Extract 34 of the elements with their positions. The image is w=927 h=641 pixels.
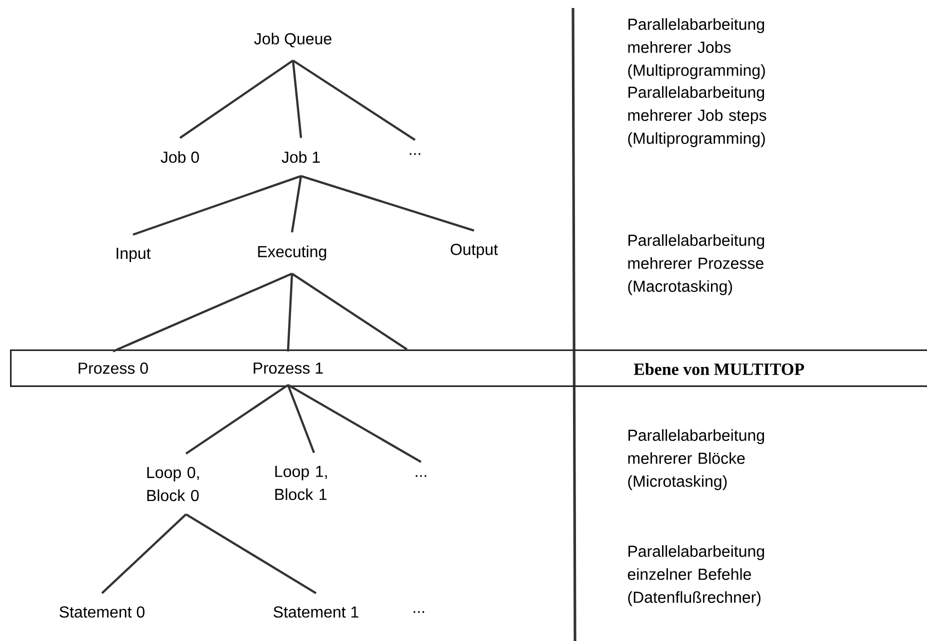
branch-line	[292, 60, 302, 138]
branch-line	[286, 274, 294, 352]
branch-line	[112, 272, 292, 352]
branch-line	[286, 384, 316, 454]
branch-line	[291, 272, 408, 350]
tree-label: Job 1	[282, 151, 320, 163]
tree-label: Job 0	[160, 151, 199, 163]
tree-label: Loop 0, Block 0	[147, 466, 199, 502]
branch-line	[179, 60, 294, 139]
tree-label: ...	[416, 475, 426, 477]
level-description: Parallelabarbeitung mehrerer Prozesse (Macrotasking)	[628, 234, 764, 296]
branch-line	[300, 175, 474, 232]
tree-label: Job Queue	[254, 32, 332, 48]
branch-line	[101, 514, 187, 594]
tree-label: Statement 0	[60, 606, 144, 618]
tree-label: Output	[450, 244, 498, 258]
tree-label: Prozess 1	[254, 362, 323, 374]
branch-line	[132, 175, 302, 236]
ellipsis: ...	[414, 611, 424, 613]
level-description: Parallelabarbeitung mehrerer Jobs (Multiprogramming)	[628, 18, 765, 80]
branch-line	[185, 513, 317, 594]
level-description: Parallelabarbeitung mehrerer Job steps (Multiprogramming)	[628, 86, 766, 148]
branch-line	[292, 60, 416, 141]
branch-line	[290, 176, 302, 233]
tree-label: Loop 1, Block 1	[275, 466, 327, 500]
tree-label: Input	[116, 248, 151, 262]
level-description: Parallelabarbeitung einzelner Befehle (Datenflußrechner)	[628, 545, 764, 606]
tree-label: ...	[410, 153, 420, 155]
tree-label: Statement 1	[274, 606, 358, 618]
branch-line	[185, 384, 289, 455]
branch-line	[287, 384, 422, 463]
level-description: Parallelabarbeitung mehrerer Blöcke (Microtasking)	[628, 429, 764, 490]
tree-label: Executing	[258, 246, 326, 260]
tree-label: Prozess 0	[78, 362, 148, 374]
